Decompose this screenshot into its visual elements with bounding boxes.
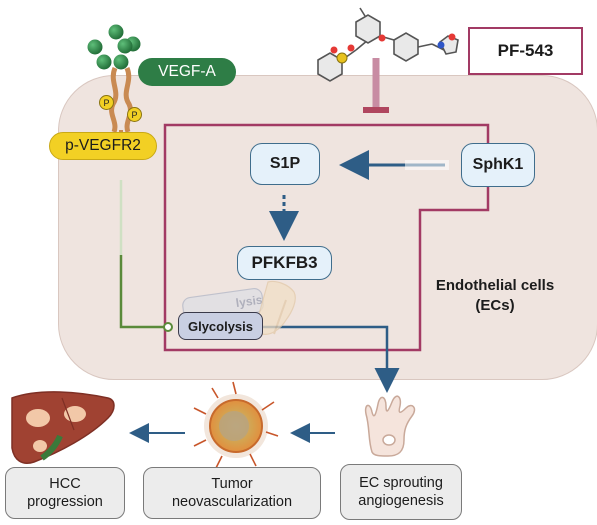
sphk1-node: SphK1 (461, 143, 535, 187)
ec-sprouting-angiogenesis-box: EC sprouting angiogenesis (340, 464, 462, 520)
oxygen-atom (378, 34, 386, 42)
inner-cell-outline (163, 123, 490, 352)
vegfa-label: VEGF-A (138, 58, 236, 86)
oxygen-atom (330, 46, 338, 54)
glycolysis-to-sprouting-arrow (263, 325, 400, 393)
phospho-badge-right: P (127, 107, 142, 122)
oxygen-atom (448, 33, 456, 41)
sulfur-atom (336, 52, 348, 64)
tumor-vessel-icon (193, 381, 279, 469)
pfkfb3-node: PFKFB3 (237, 246, 332, 280)
pf-543-label: PF-543 (468, 27, 583, 75)
vegfr2-to-glycolysis-path (119, 255, 165, 329)
sprouting-cell-icon (364, 395, 416, 457)
glycolysis-node: Glycolysis (178, 312, 263, 340)
endothelial-cells-label: Endothelial cells (ECs) (425, 276, 565, 316)
s1p-node: S1P (250, 143, 320, 185)
phospho-badge-left: P (99, 95, 114, 110)
oxygen-atom (347, 44, 355, 52)
p-vegfr2-label: p-VEGFR2 (49, 132, 157, 160)
svg-text:lysis: lysis (235, 292, 264, 310)
hand-icon (257, 280, 296, 335)
pathway-terminal-dot (163, 322, 173, 332)
ligand-cluster-icon (87, 24, 141, 70)
ecs-line2: (ECs) (475, 297, 515, 314)
liver-icon (11, 391, 115, 464)
tumor-neovascularization-box: Tumor neovascularization (143, 467, 321, 519)
nitrogen-atom (437, 41, 445, 49)
arrow-fade (405, 160, 449, 170)
molecule-structure-icon (317, 7, 459, 82)
hcc-progression-box: HCC progression (5, 467, 125, 519)
ecs-line1: Endothelial cells (435, 277, 555, 294)
